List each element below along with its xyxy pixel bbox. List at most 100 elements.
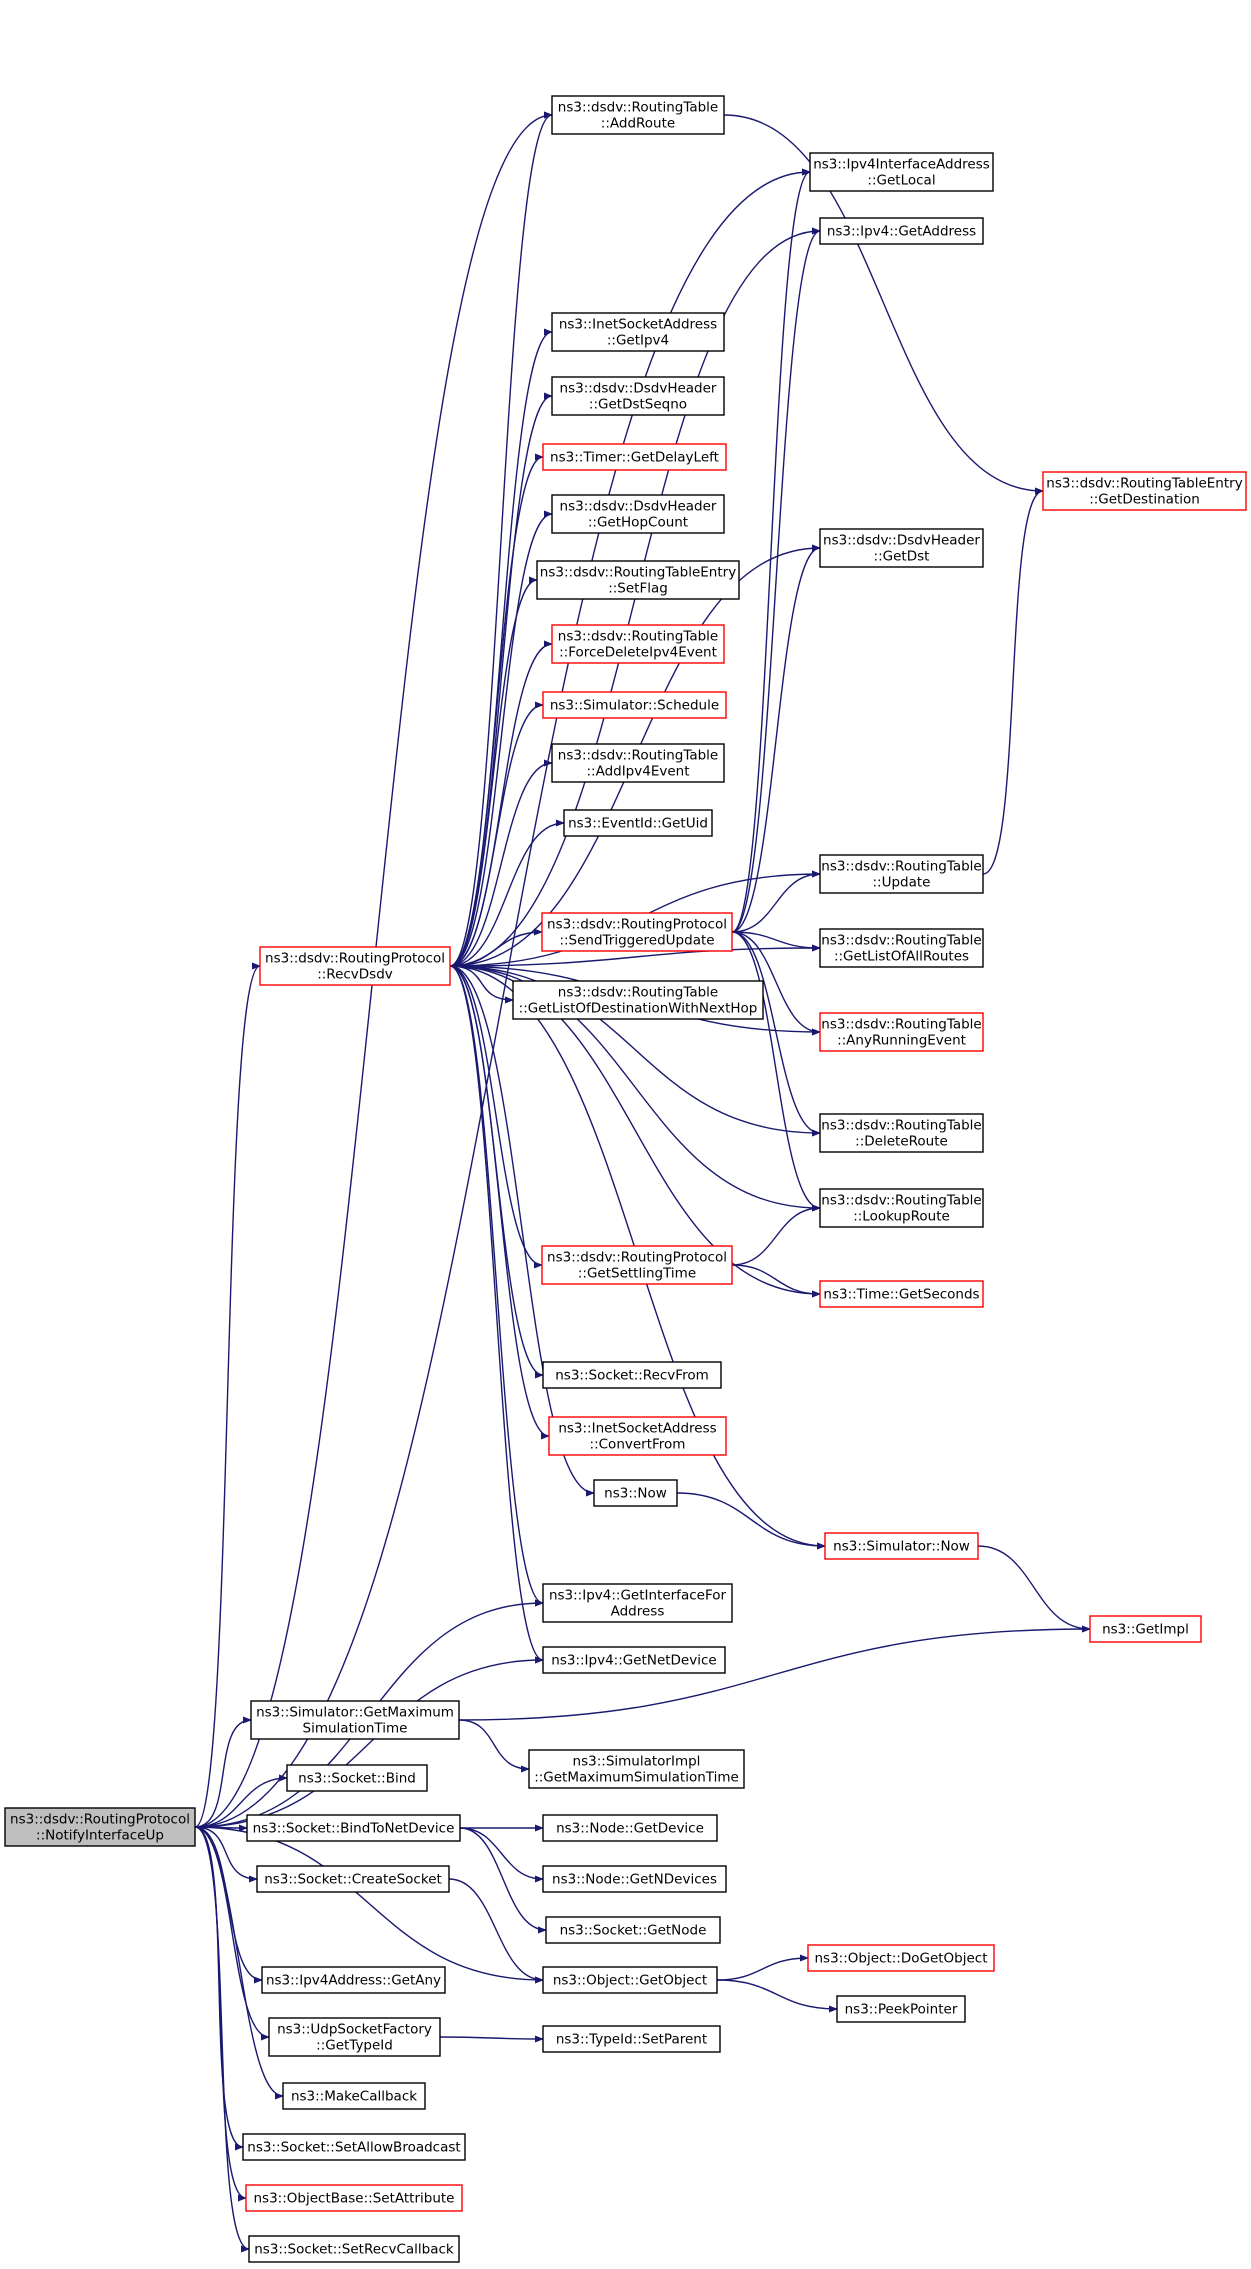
edge-recvdsdv-to-schedule [449, 701, 544, 967]
node-getnetdevice[interactable]: ns3::Ipv4::GetNetDevice [542, 1646, 726, 1674]
node-addroute[interactable]: ns3::dsdv::RoutingTable::AddRoute [551, 95, 725, 135]
node-gethopcount[interactable]: ns3::dsdv::DsdvHeader::GetHopCount [551, 494, 725, 534]
node-label-line: ns3::Simulator::Now [833, 1539, 970, 1555]
node-box [248, 2235, 460, 2263]
node-notify[interactable]: ns3::dsdv::RoutingProtocol::NotifyInterf… [4, 1807, 196, 1847]
edge-getmaxsimtime-to-getimpl [458, 1625, 1091, 1721]
node-label-line: ns3::PeekPointer [845, 2002, 958, 2018]
edge-recvdsdv-to-setflag [449, 576, 538, 967]
edge-getmaxsimtime-to-simimplmax [458, 1719, 530, 1773]
node-simimplmax[interactable]: ns3::SimulatorImpl::GetMaximumSimulation… [528, 1749, 745, 1789]
node-setallowbroadcast[interactable]: ns3::Socket::SetAllowBroadcast [242, 2133, 466, 2161]
edge-sendtriggered-to-deleteroute [731, 931, 821, 1137]
node-peekpointer[interactable]: ns3::PeekPointer [836, 1995, 966, 2023]
node-getdstseqno[interactable]: ns3::dsdv::DsdvHeader::GetDstSeqno [551, 376, 725, 416]
node-getlistdest[interactable]: ns3::dsdv::RoutingTable::GetListOfDestin… [512, 980, 764, 1020]
node-label-line: ns3::Ipv4::GetAddress [827, 224, 976, 240]
node-getnode[interactable]: ns3::Socket::GetNode [545, 1916, 721, 1944]
node-box [807, 1944, 995, 1972]
node-recvdsdv[interactable]: ns3::dsdv::RoutingProtocol::RecvDsdv [259, 946, 451, 986]
node-box [286, 1764, 428, 1792]
node-makecallback[interactable]: ns3::MakeCallback [282, 2082, 426, 2110]
node-getlistallroutes[interactable]: ns3::dsdv::RoutingTable::GetListOfAllRou… [819, 928, 984, 968]
node-label-line: SimulationTime [303, 1721, 408, 1737]
node-box [1042, 471, 1247, 511]
node-getlocal[interactable]: ns3::Ipv4InterfaceAddress::GetLocal [809, 152, 994, 192]
node-box [542, 1583, 733, 1623]
edge-udpgettypeid-to-setparent [439, 2035, 544, 2043]
node-createsocket[interactable]: ns3::Socket::CreateSocket [256, 1865, 450, 1893]
node-box [256, 1865, 450, 1893]
node-box [542, 1646, 726, 1674]
edge-sendtriggered-to-getlocal [731, 168, 811, 933]
edge-sendtriggered-to-getaddress [731, 227, 821, 933]
node-getsettling[interactable]: ns3::dsdv::RoutingProtocol::GetSettlingT… [541, 1245, 733, 1285]
node-getndevices[interactable]: ns3::Node::GetNDevices [542, 1865, 727, 1893]
node-getseconds[interactable]: ns3::Time::GetSeconds [819, 1280, 984, 1308]
node-setattribute[interactable]: ns3::ObjectBase::SetAttribute [245, 2184, 463, 2212]
node-label-line: ns3::dsdv::RoutingProtocol [547, 1250, 727, 1266]
node-label-line: ns3::dsdv::RoutingTable [821, 933, 981, 949]
node-box [551, 95, 725, 135]
node-label-line: Address [611, 1604, 665, 1620]
edge-recvdsdv-to-getdelayleft [449, 453, 544, 967]
edge-recvdsdv-to-addroute [449, 111, 553, 967]
node-forcedelete[interactable]: ns3::dsdv::RoutingTable::ForceDeleteIpv4… [551, 624, 725, 664]
node-label-line: ::GetDstSeqno [589, 397, 687, 413]
node-deleteroute[interactable]: ns3::dsdv::RoutingTable::DeleteRoute [819, 1113, 984, 1153]
node-box [246, 1814, 461, 1842]
node-setparent[interactable]: ns3::TypeId::SetParent [542, 2025, 721, 2053]
node-label-line: ns3::SimulatorImpl [573, 1754, 701, 1770]
node-label-line: ns3::Now [604, 1486, 667, 1502]
node-setflag[interactable]: ns3::dsdv::RoutingTableEntry::SetFlag [536, 560, 740, 600]
node-simnow[interactable]: ns3::Simulator::Now [824, 1532, 979, 1560]
node-label-line: ns3::Socket::Bind [298, 1771, 416, 1787]
node-label-line: ns3::Node::GetDevice [556, 1821, 704, 1837]
node-getuid[interactable]: ns3::EventId::GetUid [563, 809, 713, 837]
node-label-line: ::GetDst [874, 549, 930, 565]
node-box [542, 443, 727, 471]
node-label-line: ::RecvDsdv [317, 967, 393, 983]
node-getdevice[interactable]: ns3::Node::GetDevice [542, 1814, 718, 1842]
node-getmaxsimtime[interactable]: ns3::Simulator::GetMaximumSimulationTime [250, 1700, 460, 1740]
node-getdestination[interactable]: ns3::dsdv::RoutingTableEntry::GetDestina… [1042, 471, 1247, 511]
node-convertfrom[interactable]: ns3::InetSocketAddress::ConvertFrom [548, 1416, 727, 1456]
edge-recvdsdv-to-deleteroute [449, 965, 821, 1137]
node-box [551, 624, 725, 664]
node-udpgettypeid[interactable]: ns3::UdpSocketFactory::GetTypeId [268, 2017, 441, 2057]
node-getdelayleft[interactable]: ns3::Timer::GetDelayLeft [542, 443, 727, 471]
node-anyrunning[interactable]: ns3::dsdv::RoutingTable::AnyRunningEvent [819, 1012, 984, 1052]
edge-recvdsdv-to-getinterfacefor [449, 965, 544, 1607]
node-getaddress[interactable]: ns3::Ipv4::GetAddress [819, 217, 984, 245]
node-label-line: ::AddRoute [601, 116, 675, 132]
node-recvfrom[interactable]: ns3::Socket::RecvFrom [542, 1361, 722, 1389]
node-schedule[interactable]: ns3::Simulator::Schedule [542, 691, 727, 719]
node-label-line: ::LookupRoute [853, 1209, 950, 1225]
edge-recvdsdv-to-forcedelete [449, 640, 553, 967]
node-getimpl[interactable]: ns3::GetImpl [1089, 1615, 1202, 1643]
node-bindtonetdevice[interactable]: ns3::Socket::BindToNetDevice [246, 1814, 461, 1842]
node-setrecvcallback[interactable]: ns3::Socket::SetRecvCallback [248, 2235, 460, 2263]
edge-bindtonetdevice-to-getnode [459, 1827, 547, 1934]
node-label-line: ::GetMaximumSimulationTime [534, 1770, 739, 1786]
node-getdst[interactable]: ns3::dsdv::DsdvHeader::GetDst [819, 528, 984, 568]
node-label-line: ::GetListOfAllRoutes [834, 949, 969, 965]
node-bind[interactable]: ns3::Socket::Bind [286, 1764, 428, 1792]
edge-getobject-to-peekpointer [716, 1979, 838, 2013]
node-getipv4[interactable]: ns3::InetSocketAddress::GetIpv4 [551, 312, 725, 352]
node-getany[interactable]: ns3::Ipv4Address::GetAny [261, 1966, 446, 1994]
node-sendtriggered[interactable]: ns3::dsdv::RoutingProtocol::SendTriggere… [541, 912, 733, 952]
node-now[interactable]: ns3::Now [593, 1479, 678, 1507]
edge-recvdsdv-to-getuid [449, 819, 565, 967]
node-lookuproute[interactable]: ns3::dsdv::RoutingTable::LookupRoute [819, 1188, 984, 1228]
node-update[interactable]: ns3::dsdv::RoutingTable::Update [819, 854, 984, 894]
node-label-line: ::ConvertFrom [590, 1437, 686, 1453]
node-box [836, 1995, 966, 2023]
node-dogetobject[interactable]: ns3::Object::DoGetObject [807, 1944, 995, 1972]
node-addipv4event[interactable]: ns3::dsdv::RoutingTable::AddIpv4Event [551, 743, 725, 783]
edge-recvdsdv-to-now [449, 965, 595, 1497]
node-getobject[interactable]: ns3::Object::GetObject [542, 1966, 718, 1994]
node-label-line: ns3::InetSocketAddress [558, 1421, 716, 1437]
node-box [4, 1807, 196, 1847]
